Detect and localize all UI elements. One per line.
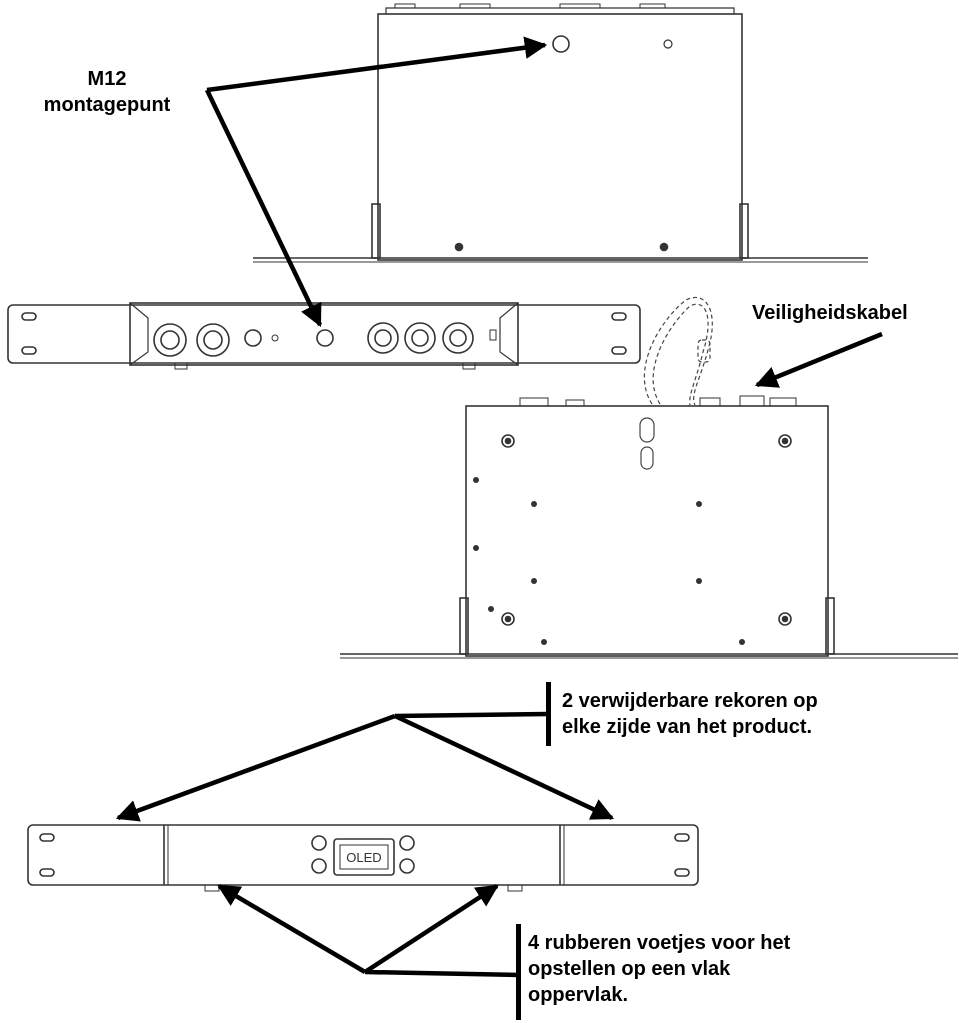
front-panel — [27, 824, 699, 892]
rack-ears-label: 2 verwijderbare rekoren op elke zijde va… — [562, 688, 818, 740]
rubber-foot-right-arrow — [363, 884, 499, 974]
rubber-feet-label-line2: opstellen op een vlak — [528, 958, 731, 980]
rubber-feet-label-line1: 4 rubberen voetjes voor het — [528, 932, 791, 954]
m12-label-line2: montagepunt — [43, 94, 171, 116]
rubber-feet-label: 4 rubberen voetjes voor het opstellen op… — [528, 930, 790, 1008]
safety-cable-arrow — [754, 331, 883, 388]
rubber-feet-bar — [516, 924, 521, 1020]
m12-mount-hole-top — [552, 35, 570, 53]
m12-mount-hole-rear — [316, 329, 334, 347]
rack-ear-right-arrow — [394, 713, 615, 821]
m12-label: M12 montagepunt — [22, 66, 192, 118]
rubber-feet-stem — [364, 969, 521, 978]
safety-cable — [639, 296, 713, 470]
rack-ears-label-line2: elke zijde van het product. — [562, 716, 813, 738]
m12-rear-arrow — [204, 89, 323, 328]
rubber-feet-label-line3: oppervlak. — [528, 984, 629, 1006]
rubber-foot-left-arrow — [217, 884, 367, 974]
rear-panel — [7, 302, 641, 370]
oled-display-text: OLED — [346, 850, 381, 865]
m12-label-line1: M12 — [87, 68, 127, 90]
safety-cable-label: Veiligheidskabel — [752, 302, 908, 324]
rack-ears-bar — [546, 682, 551, 746]
rack-ears-label-line1: 2 verwijderbare rekoren op — [562, 690, 818, 712]
callout-arrows — [115, 36, 883, 978]
oled-display — [333, 838, 395, 876]
m12-top-arrow — [206, 36, 548, 93]
rack-ears-stem — [394, 711, 549, 719]
bottom-view-unit — [340, 395, 958, 659]
top-view-unit — [253, 3, 868, 263]
rack-ear-left-arrow — [115, 713, 396, 822]
